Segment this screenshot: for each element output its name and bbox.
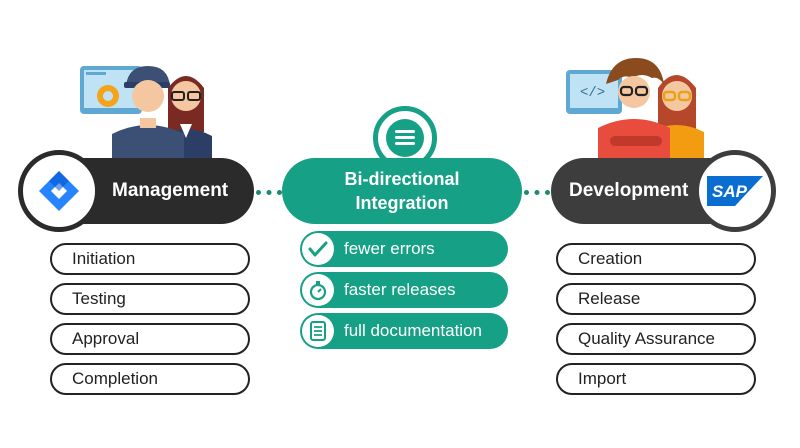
benefit-label: fewer errors (344, 239, 435, 258)
development-title: Development (569, 180, 689, 201)
jira-icon (39, 171, 79, 211)
sap-logo-text: SAP (712, 182, 748, 201)
jira-logo-badge (18, 150, 100, 232)
benefit-label: faster releases (344, 280, 456, 299)
development-item-import: Import (556, 363, 756, 395)
stopwatch-icon (302, 274, 334, 306)
management-item-initiation: Initiation (50, 243, 250, 275)
management-item-completion: Completion (50, 363, 250, 395)
benefit-faster-releases: faster releases (300, 272, 508, 308)
left-connector (256, 190, 282, 195)
benefit-fewer-errors: fewer errors (300, 231, 508, 267)
sap-icon: SAP (707, 176, 763, 206)
benefit-label: full documentation (344, 321, 482, 340)
management-title: Management (112, 180, 229, 201)
benefit-full-documentation: full documentation (300, 313, 508, 349)
svg-text:</>: </> (580, 85, 605, 101)
integration-title-line1: Bi-directional (344, 169, 460, 189)
management-team-illustration (80, 66, 212, 162)
management-item-approval: Approval (50, 323, 250, 355)
sap-logo-badge: SAP (694, 150, 776, 232)
development-item-quality-assurance: Quality Assurance (556, 323, 756, 355)
right-connector (524, 190, 550, 195)
development-item-creation: Creation (556, 243, 756, 275)
check-icon (302, 233, 334, 265)
development-team-illustration: </> (566, 58, 704, 162)
integration-header: Bi-directional Integration (282, 158, 522, 224)
integration-title-line2: Integration (355, 193, 449, 213)
management-item-testing: Testing (50, 283, 250, 315)
document-list-icon (302, 315, 334, 347)
development-item-release: Release (556, 283, 756, 315)
menu-lines-icon (386, 119, 424, 157)
